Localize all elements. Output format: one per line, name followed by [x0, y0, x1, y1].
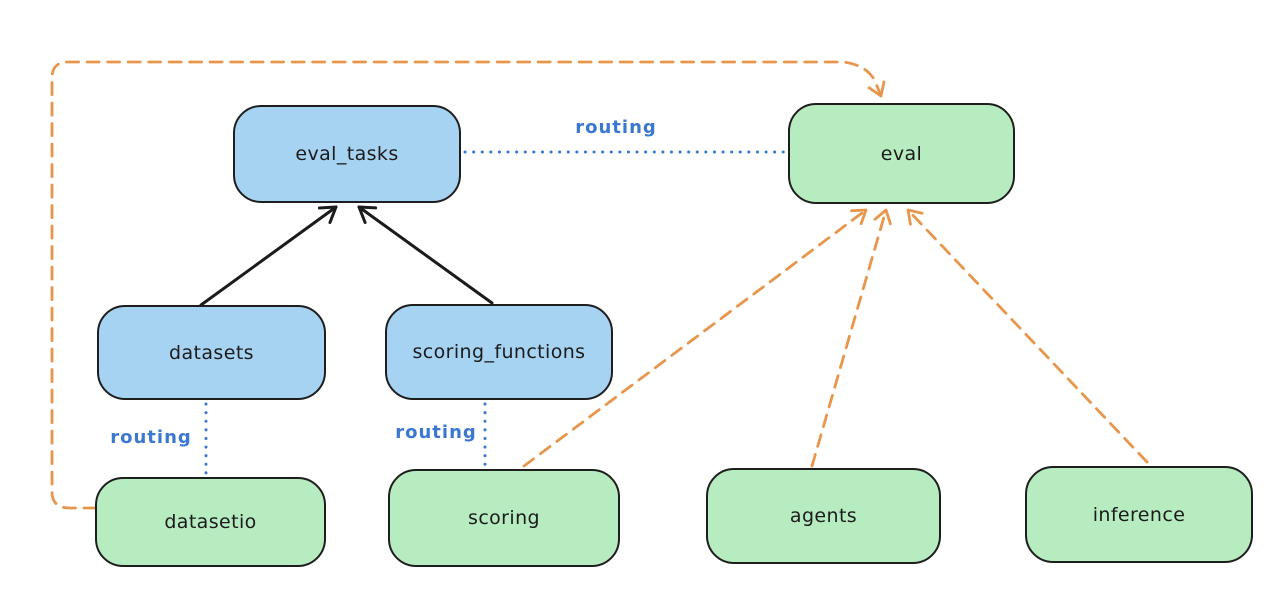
- edge-datasetio-to-eval: [50, 60, 886, 510]
- edge-inference-to-eval: [906, 208, 1149, 464]
- edge-scoring-to-eval: [522, 208, 868, 468]
- node-eval-tasks-label: eval_tasks: [295, 143, 399, 165]
- node-inference: inference: [1025, 466, 1253, 563]
- node-scoring: scoring: [388, 469, 620, 567]
- edge-datasets-to-eval-tasks: [199, 205, 338, 307]
- node-datasetio: datasetio: [95, 477, 326, 567]
- edge-agents-to-eval: [810, 208, 892, 468]
- node-eval-tasks: eval_tasks: [233, 105, 461, 203]
- node-datasets-label: datasets: [169, 341, 254, 364]
- node-datasetio-label: datasetio: [164, 511, 257, 533]
- routing-label-eval-tasks-eval: routing: [575, 117, 657, 138]
- edge-scoring-functions-to-eval-tasks: [357, 205, 494, 305]
- node-agents-label: agents: [789, 505, 858, 527]
- node-agents: agents: [706, 468, 941, 564]
- node-inference-label: inference: [1092, 503, 1186, 526]
- node-scoring-functions: scoring_functions: [385, 304, 613, 400]
- routing-label-datasets-datasetio: routing: [110, 427, 192, 448]
- node-scoring-functions-label: scoring_functions: [412, 341, 586, 363]
- node-eval: eval: [788, 103, 1015, 204]
- routing-label-scoring-functions-scoring: routing: [395, 422, 477, 443]
- node-eval-label: eval: [880, 142, 923, 165]
- node-scoring-label: scoring: [468, 507, 540, 529]
- node-datasets: datasets: [97, 305, 326, 400]
